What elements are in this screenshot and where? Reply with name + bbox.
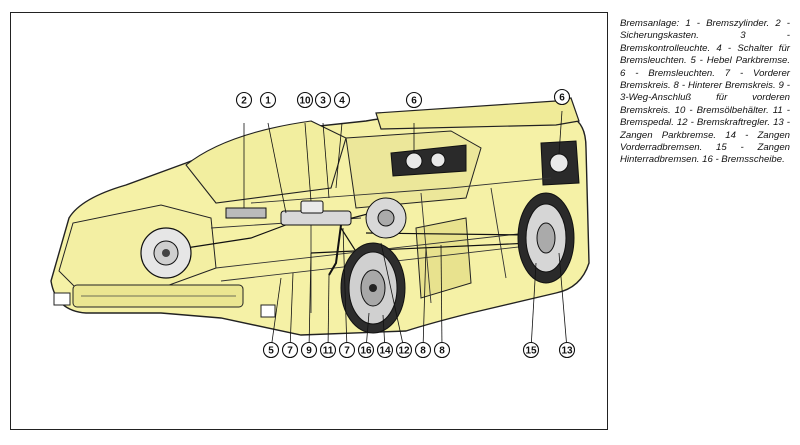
svg-text:14: 14: [379, 346, 391, 357]
callout-9: 9: [300, 341, 318, 359]
svg-text:9: 9: [306, 346, 312, 357]
callout-16: 16: [357, 341, 375, 359]
callout-15: 15: [522, 341, 540, 359]
callout-7-right: 7: [338, 341, 356, 359]
callout-14: 14: [376, 341, 394, 359]
callout-10: 10: [296, 91, 314, 109]
svg-text:4: 4: [339, 96, 345, 107]
callout-8-right: 8: [433, 341, 451, 359]
svg-text:3: 3: [320, 96, 326, 107]
callout-7-left: 7: [281, 341, 299, 359]
callout-3: 3: [314, 91, 332, 109]
svg-text:7: 7: [287, 346, 293, 357]
svg-text:5: 5: [268, 346, 274, 357]
svg-text:13: 13: [561, 346, 573, 357]
svg-text:1: 1: [265, 96, 271, 107]
svg-text:12: 12: [398, 346, 410, 357]
callout-5: 5: [262, 341, 280, 359]
svg-text:6: 6: [411, 96, 417, 107]
svg-text:16: 16: [360, 346, 372, 357]
callout-1: 1: [259, 91, 277, 109]
svg-text:15: 15: [525, 346, 537, 357]
svg-text:6: 6: [559, 93, 565, 104]
callout-13: 13: [558, 341, 576, 359]
callout-6-left: 6: [405, 91, 423, 109]
callout-11: 11: [319, 341, 337, 359]
brake-fluid-reservoir: [300, 200, 324, 214]
brake-system-illustration: 2 1 10 3 4 6 6 5 7 9 11 7 16 14 12 8 8 1…: [50, 88, 590, 359]
fuse-box: [225, 207, 267, 219]
brake-pedal: [328, 224, 342, 276]
brake-light-left-2: [430, 152, 446, 168]
svg-text:11: 11: [323, 346, 334, 357]
callout-4: 4: [333, 91, 351, 109]
svg-text:8: 8: [420, 346, 426, 357]
callout-8-left: 8: [414, 341, 432, 359]
front-left-brake-disc: [140, 227, 192, 279]
brake-light-right: [549, 153, 569, 173]
brake-light-left: [405, 152, 423, 170]
callout-6-right: 6: [553, 88, 571, 106]
front-right-wheel: [340, 242, 406, 334]
callout-12: 12: [395, 341, 413, 359]
rear-left-brake-disc: [365, 197, 407, 239]
side-intake: [415, 217, 472, 299]
svg-text:2: 2: [241, 96, 247, 107]
diagram-frame: 2 1 10 3 4 6 6 5 7 9 11 7 16 14 12 8 8 1…: [10, 12, 608, 430]
legend-caption: Bremsanlage: 1 - Bremszylinder. 2 - Sich…: [620, 18, 790, 166]
svg-text:10: 10: [299, 96, 311, 107]
callout-2: 2: [235, 91, 253, 109]
svg-text:7: 7: [344, 346, 350, 357]
rear-right-wheel: [517, 192, 575, 284]
front-indicator: [260, 304, 276, 318]
front-fog-light: [53, 292, 71, 306]
svg-text:8: 8: [439, 346, 445, 357]
